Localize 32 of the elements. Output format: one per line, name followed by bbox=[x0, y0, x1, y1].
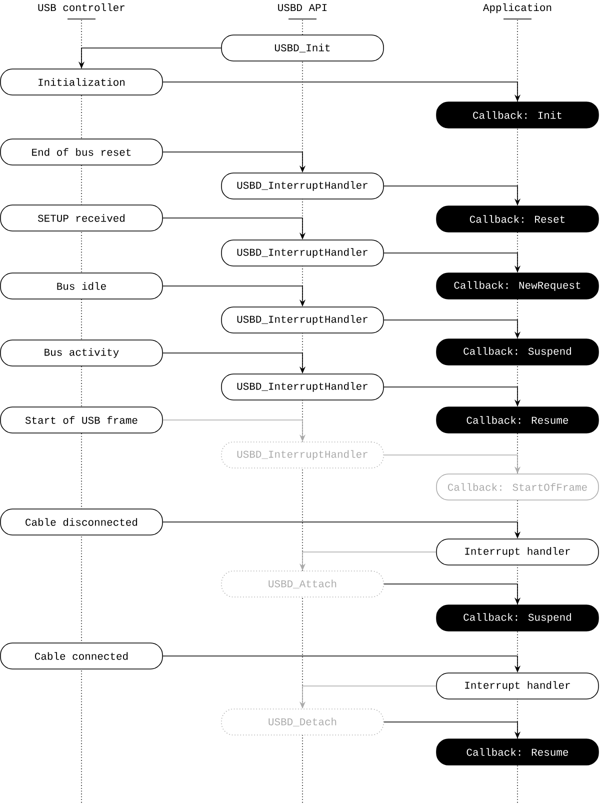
callback-box: Callback: Reset bbox=[436, 206, 599, 232]
message-box: USBD_Init bbox=[221, 34, 384, 62]
message-box: USBD_InterruptHandler bbox=[221, 306, 384, 334]
callback-box: Callback: Resume bbox=[436, 738, 599, 766]
message-box: SETUP received bbox=[0, 204, 163, 232]
message-box: USBD_InterruptHandler bbox=[221, 442, 384, 468]
column-header: Application bbox=[482, 3, 552, 20]
message-box: USBD_Attach bbox=[221, 570, 384, 598]
callback-box: Callback: StartOfFrame bbox=[436, 474, 599, 500]
message-box: Cable connected bbox=[0, 642, 163, 670]
message-box: Bus activity bbox=[0, 340, 163, 366]
message-box: Initialization bbox=[0, 68, 163, 96]
message-box: USBD_Detach bbox=[221, 708, 384, 736]
message-box: USBD_InterruptHandler bbox=[221, 172, 384, 200]
callback-box: Callback: Init bbox=[436, 102, 599, 128]
message-box: Bus idle bbox=[0, 272, 163, 300]
callback-box: Callback: NewRequest bbox=[436, 272, 599, 300]
message-box: Interrupt handler bbox=[436, 672, 599, 700]
column-header: USBD API bbox=[278, 4, 327, 20]
node-label: Callback: StartOfFrame bbox=[448, 483, 587, 491]
column-header: USB controller bbox=[38, 3, 124, 20]
message-box: USBD_InterruptHandler bbox=[221, 240, 384, 266]
message-box: Start of USB frame bbox=[0, 406, 163, 434]
node-label: Interrupt handler bbox=[465, 547, 570, 557]
message-box: Interrupt handler bbox=[436, 538, 599, 566]
message-box: Cable disconnected bbox=[0, 508, 163, 536]
node-label: Interrupt handler bbox=[465, 681, 570, 691]
callback-box: Callback: Suspend bbox=[436, 338, 599, 366]
callback-box: Callback: Resume bbox=[436, 406, 599, 434]
callback-box: Callback: Suspend bbox=[436, 604, 599, 632]
message-box: End of bus reset bbox=[0, 138, 163, 166]
message-box: USBD_InterruptHandler bbox=[221, 374, 384, 400]
